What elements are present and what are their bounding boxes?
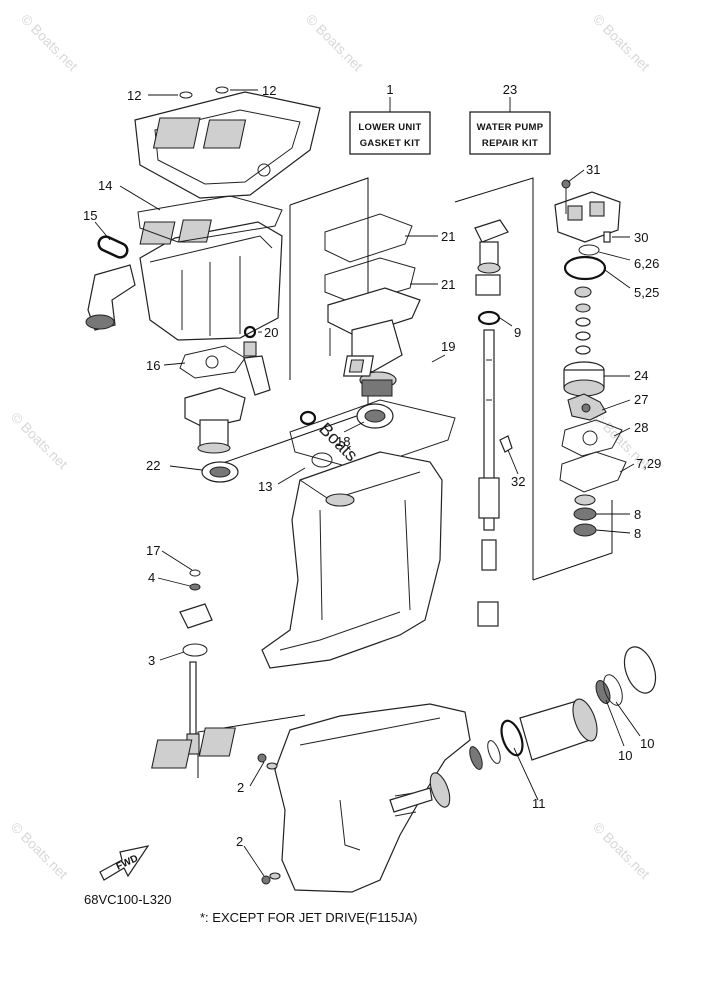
callout-label: 13 bbox=[258, 479, 272, 494]
part-gasket-16 bbox=[179, 345, 246, 379]
callout-label: 6,26 bbox=[634, 256, 659, 271]
part-grommet-20 bbox=[243, 325, 271, 396]
watermark: © Boats.net bbox=[303, 11, 366, 74]
part-upper-case bbox=[261, 451, 443, 669]
part-gasket-21-lower bbox=[324, 257, 416, 305]
fwd-arrow: FWD bbox=[99, 845, 150, 881]
part-seal-22 bbox=[201, 461, 239, 483]
callout-label: 2 bbox=[237, 780, 244, 795]
part-key-32 bbox=[499, 435, 513, 453]
part-gasket-7-29 bbox=[559, 451, 627, 493]
kit-line: WATER PUMP bbox=[477, 122, 544, 133]
callout-label: 31 bbox=[586, 162, 600, 177]
watermark: © Boats.net bbox=[590, 819, 653, 882]
diagram-code: 68VC100-L320 bbox=[84, 892, 171, 907]
part-upper-cover-plate bbox=[134, 91, 321, 199]
part-dowel-30 bbox=[603, 231, 611, 243]
part-damper-19 bbox=[342, 355, 374, 377]
callout-label: 30 bbox=[634, 230, 648, 245]
callout-label: 8 bbox=[634, 507, 641, 522]
part-outer-plate-28 bbox=[561, 419, 623, 457]
callout-label: 7,29 bbox=[636, 456, 661, 471]
kit-line: GASKET KIT bbox=[360, 138, 421, 149]
callout-label: 16 bbox=[146, 358, 160, 373]
callout-label: 9 bbox=[514, 325, 521, 340]
callout-label: 32 bbox=[511, 474, 525, 489]
callout-label: 24 bbox=[634, 368, 648, 383]
callout-label: 22 bbox=[146, 458, 160, 473]
part-water-tube bbox=[184, 387, 246, 454]
callout-label: 15 bbox=[83, 208, 97, 223]
part-drain-screws-2 bbox=[257, 753, 281, 885]
callout-label: 11 bbox=[532, 796, 546, 811]
part-drive-shaft bbox=[474, 219, 509, 627]
callout-label: 18 bbox=[336, 434, 350, 449]
leader-lines bbox=[94, 89, 641, 877]
kit-line: LOWER UNIT bbox=[358, 122, 421, 133]
callout-label: 28 bbox=[634, 420, 648, 435]
callout-label: 10 bbox=[618, 748, 632, 763]
part-oring-5-25 bbox=[563, 255, 607, 281]
part-insert-cartridge-24 bbox=[563, 361, 605, 397]
watermark: © Boats.net bbox=[8, 819, 71, 882]
part-gasket-13 bbox=[289, 399, 456, 471]
part-oil-seal-18 bbox=[356, 403, 394, 429]
callout-label: 12 bbox=[127, 88, 141, 103]
callout-label: 27 bbox=[634, 392, 648, 407]
part-gasket-21-upper bbox=[324, 213, 413, 263]
callout-label: 21 bbox=[441, 229, 455, 244]
part-pump-parts bbox=[574, 286, 592, 355]
callout-label: 21 bbox=[441, 277, 455, 292]
kit-line: REPAIR KIT bbox=[482, 138, 538, 149]
callout-label: 2 bbox=[236, 834, 243, 849]
watermark: © Boats.net bbox=[18, 11, 81, 74]
kit-water-pump-repair: WATER PUMP REPAIR KIT 23 bbox=[469, 82, 551, 155]
callout-label: 14 bbox=[98, 178, 112, 193]
part-lower-gearcase bbox=[151, 703, 471, 893]
callout-label: 10 bbox=[640, 736, 654, 751]
callout-label: 19 bbox=[441, 339, 455, 354]
callout-label: 1 bbox=[386, 82, 393, 97]
callout-label: 3 bbox=[148, 653, 155, 668]
callout-label: 17 bbox=[146, 543, 160, 558]
callout-labels: 12 12 14 15 16 20 22 21 21 19 18 13 9 32… bbox=[83, 83, 661, 849]
callout-label: 4 bbox=[148, 570, 155, 585]
watermark: © Boats.net bbox=[8, 409, 71, 472]
callout-label: 5,25 bbox=[634, 285, 659, 300]
kit-lower-unit-gasket: LOWER UNIT GASKET KIT 1 bbox=[349, 82, 431, 155]
part-gasket-14 bbox=[137, 195, 283, 243]
watermark: © Boats.net bbox=[590, 11, 653, 74]
part-cooling-pipe bbox=[85, 264, 136, 331]
part-gearcase-housing bbox=[139, 219, 283, 341]
part-oring-12 bbox=[179, 86, 229, 99]
part-seal-15 bbox=[97, 235, 129, 259]
part-bearing-housing bbox=[327, 287, 421, 397]
part-seals-8 bbox=[573, 494, 597, 537]
callout-label: 12 bbox=[262, 83, 276, 98]
callout-label: 8 bbox=[634, 526, 641, 541]
part-oring-6-26 bbox=[578, 244, 600, 256]
part-shift-rod bbox=[179, 569, 213, 755]
part-pump-housing bbox=[554, 191, 621, 243]
part-impeller-27 bbox=[567, 393, 607, 421]
callout-label: 23 bbox=[503, 82, 517, 97]
callout-label: 20 bbox=[264, 325, 278, 340]
part-propeller-shaft-assembly bbox=[389, 646, 657, 813]
footnote: *: EXCEPT FOR JET DRIVE(F115JA) bbox=[200, 910, 417, 925]
